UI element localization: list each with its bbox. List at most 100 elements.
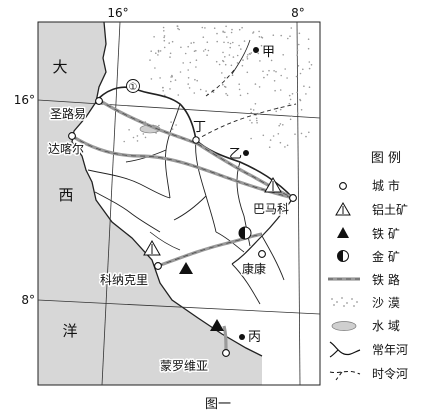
desert-dot (242, 59, 244, 61)
river-tributary (173, 195, 207, 221)
desert-dot (252, 109, 255, 111)
desert-dot (241, 64, 244, 67)
desert-dot (288, 94, 291, 97)
desert-dot (268, 69, 270, 72)
railway-network (71, 98, 294, 353)
desert-dot (150, 78, 153, 80)
desert-dot (310, 64, 313, 66)
desert-dot (163, 46, 166, 49)
desert-dot (123, 140, 125, 143)
figure-caption: 图一 (205, 397, 231, 412)
desert-dot (202, 36, 205, 38)
desert-dot (262, 70, 264, 73)
desert-dot (176, 25, 179, 28)
desert-dot (252, 32, 254, 34)
desert-dot (303, 85, 305, 87)
desert-dot (261, 37, 264, 39)
desert-dot (255, 119, 258, 122)
latitude-label-north: 16° (14, 93, 35, 107)
desert-dot (239, 94, 242, 97)
desert-dot (202, 50, 205, 52)
desert-dot (224, 76, 226, 79)
desert-dot (168, 42, 170, 44)
desert-dot (272, 34, 275, 36)
desert-dot (278, 124, 281, 127)
desert-dot (279, 123, 282, 125)
desert-dot (307, 47, 310, 50)
river-tributary (261, 235, 285, 281)
seasonal-river (195, 103, 297, 141)
desert-dot (308, 86, 311, 88)
desert-dot (155, 52, 157, 54)
river-tributary (94, 191, 161, 233)
desert-dot (275, 70, 277, 73)
bauxite-mine-icon (264, 176, 282, 193)
city-monrovia (222, 349, 230, 357)
desert-dot (195, 49, 197, 52)
desert-dot (236, 54, 239, 57)
desert-dot (260, 44, 263, 47)
desert-dot (228, 54, 231, 56)
river-tributary (231, 263, 261, 305)
desert-dot (195, 66, 197, 68)
desert-dot (231, 28, 233, 31)
desert-dot (280, 34, 283, 37)
desert-dot (187, 77, 190, 79)
desert-dot (149, 59, 151, 61)
meridian-16 (101, 21, 121, 386)
desert-dot (241, 26, 243, 29)
desert-dot (279, 89, 282, 91)
desert-dot (179, 71, 182, 73)
desert-dot (224, 31, 226, 34)
desert-dot (238, 88, 241, 91)
desert-dot (153, 36, 155, 38)
desert-dot (305, 93, 307, 95)
desert-dot (177, 27, 179, 30)
legend-seasonal-river-icon (329, 370, 361, 381)
ocean-label-yang: 洋 (62, 322, 77, 340)
point-yi (243, 150, 249, 156)
city-ding (192, 136, 200, 144)
river-tributary (149, 231, 181, 251)
desert-dot (193, 50, 196, 52)
iron-mine-icon (210, 319, 224, 331)
desert-dot (258, 113, 261, 115)
desert-dot (300, 109, 303, 111)
desert-dot (236, 62, 239, 64)
river-tributary (165, 103, 181, 199)
legend-title: 图 例 (371, 151, 401, 166)
legend-label: 铁 矿 (372, 227, 400, 241)
desert-dot (274, 89, 276, 92)
desert-dot (259, 60, 261, 62)
desert-dot (270, 59, 273, 62)
legend-desert-icon (331, 297, 358, 307)
desert-dot (187, 45, 189, 48)
desert-dot (196, 79, 198, 82)
desert-dot (221, 72, 223, 74)
desert-dot (187, 69, 189, 71)
desert-dot (249, 119, 251, 122)
parallel-8 (37, 299, 321, 315)
river-number-label: ① (129, 82, 138, 93)
desert-dot (224, 56, 226, 58)
desert-dot (284, 68, 287, 70)
river-tributary (231, 39, 251, 75)
desert-dot (243, 40, 246, 42)
label-conakry: 科纳克里 (100, 273, 148, 287)
desert-dot (287, 37, 289, 40)
desert-dot (206, 41, 209, 43)
desert-dot (299, 99, 302, 102)
city-kankan (258, 250, 266, 258)
desert-dot (170, 80, 172, 83)
desert-dot (204, 27, 206, 29)
legend-bauxite-icon (335, 202, 351, 216)
label-ding: 丁 (193, 120, 206, 135)
latitude-label-south: 8° (21, 293, 35, 307)
desert-dot (290, 115, 293, 117)
desert-dot (269, 139, 272, 141)
desert-dot (223, 85, 226, 88)
desert-dot (275, 110, 278, 113)
desert-dot (238, 44, 240, 47)
legend-label: 沙 漠 (372, 296, 400, 310)
meridian-8 (296, 21, 301, 386)
